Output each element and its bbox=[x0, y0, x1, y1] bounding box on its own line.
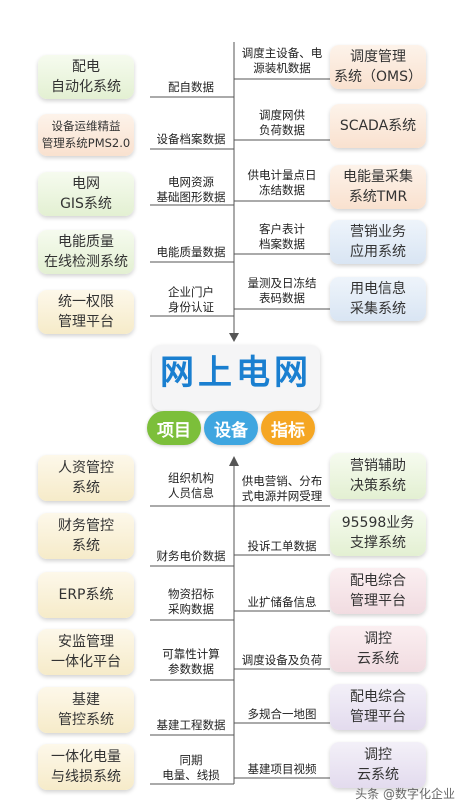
system-box: 统一权限 管理平台 bbox=[38, 290, 134, 334]
system-box: 一体化电量 与线损系统 bbox=[38, 744, 134, 790]
flow-label: 投诉工单数据 bbox=[247, 539, 317, 553]
system-box: 电能质量 在线检测系统 bbox=[38, 230, 134, 274]
flow-label: 企业门户 身份认证 bbox=[168, 285, 214, 314]
flow-label: 电网资源 基础图形数据 bbox=[156, 175, 226, 204]
flow-label: 组织机构 人员信息 bbox=[168, 471, 214, 500]
flow-label: 配自数据 bbox=[168, 80, 214, 94]
system-box: 配电综合 管理平台 bbox=[330, 568, 426, 614]
system-box: 用电信息 采集系统 bbox=[330, 277, 426, 321]
flow-label: 供电营销、分布 式电源并网受理 bbox=[241, 474, 323, 503]
flow-label: 业扩储备信息 bbox=[247, 595, 317, 609]
system-box: 财务管控 系统 bbox=[38, 513, 134, 559]
flow-label: 调度设备及负荷 bbox=[241, 653, 323, 667]
system-box: 基建 管控系统 bbox=[38, 687, 134, 733]
flow-label: 财务电价数据 bbox=[156, 549, 226, 563]
system-box: 调度管理 系统（OMS） bbox=[330, 45, 426, 89]
system-box: 电能量采集 系统TMR bbox=[330, 165, 426, 209]
system-box: 调控 云系统 bbox=[330, 742, 426, 788]
system-box: 设备运维精益 管理系统PMS2.0 bbox=[38, 114, 134, 156]
flow-label: 多规合一地图 bbox=[247, 707, 317, 721]
system-box: 营销业务 应用系统 bbox=[330, 220, 426, 264]
tag-device: 设备 bbox=[204, 411, 258, 445]
arrow-down-to-center bbox=[229, 333, 239, 342]
system-box: SCADA系统 bbox=[330, 104, 426, 148]
flow-label: 量测及日冻结 表码数据 bbox=[247, 276, 317, 305]
system-box: 配电综合 管理平台 bbox=[330, 684, 426, 730]
flow-label: 可靠性计算 参数数据 bbox=[162, 647, 220, 676]
flow-label: 基建工程数据 bbox=[156, 718, 226, 732]
tag-indicator: 指标 bbox=[261, 411, 315, 445]
flow-label: 基建项目视频 bbox=[247, 762, 317, 776]
system-box: 电网 GIS系统 bbox=[38, 172, 134, 216]
tag-project: 项目 bbox=[147, 411, 201, 445]
system-box: 人资管控 系统 bbox=[38, 455, 134, 501]
center-title: 网上电网 bbox=[160, 353, 312, 393]
flow-label: 设备档案数据 bbox=[156, 132, 226, 146]
arrow-up-to-center bbox=[229, 456, 239, 466]
flow-label: 电能质量数据 bbox=[156, 245, 226, 259]
flow-label: 供电计量点日 冻结数据 bbox=[247, 168, 317, 197]
flow-label: 客户表计 档案数据 bbox=[259, 222, 305, 251]
system-box: 营销辅助 决策系统 bbox=[330, 453, 426, 499]
system-box: 安监管理 一体化平台 bbox=[38, 629, 134, 675]
flow-label: 调度网供 负荷数据 bbox=[259, 108, 305, 137]
system-box: 配电 自动化系统 bbox=[38, 55, 134, 99]
flow-label: 调度主设备、电 源装机数据 bbox=[241, 46, 323, 75]
watermark: 头条 @数字化企业 bbox=[355, 787, 455, 801]
system-box: ERP系统 bbox=[38, 572, 134, 618]
center-card bbox=[152, 345, 320, 411]
flow-label: 物资招标 采购数据 bbox=[168, 587, 214, 616]
flow-label: 同期 电量、线损 bbox=[162, 753, 220, 782]
system-box: 95598业务 支撑系统 bbox=[330, 510, 426, 556]
system-box: 调控 云系统 bbox=[330, 626, 426, 672]
